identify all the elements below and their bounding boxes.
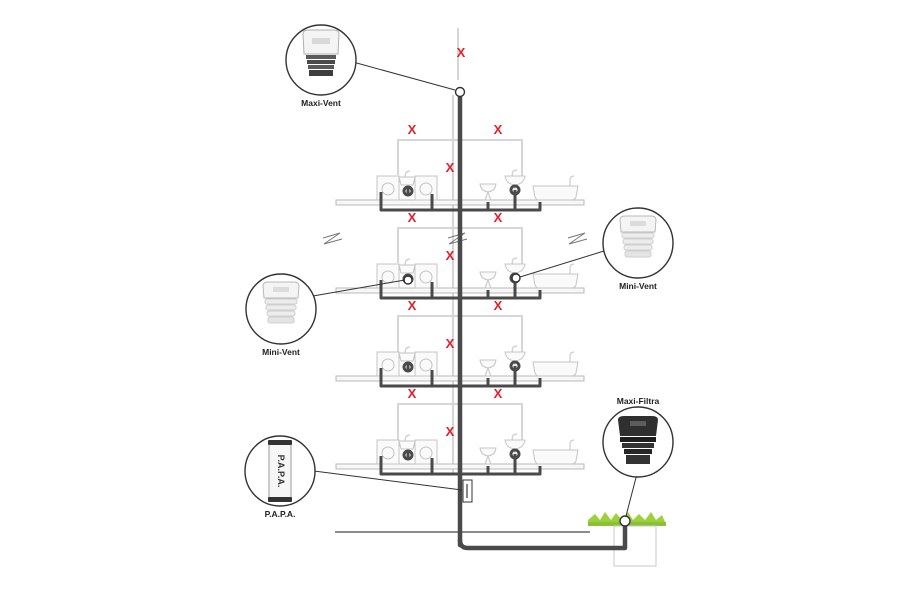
leader-lines xyxy=(312,61,639,517)
dryer-icon xyxy=(414,351,438,377)
vent-pipes-light xyxy=(397,28,523,475)
utility-sink-icon xyxy=(398,346,416,362)
floor-3-fixtures xyxy=(376,345,579,377)
dryer-icon xyxy=(414,439,438,465)
bathtub-icon xyxy=(532,439,579,465)
blocked-vent-mark: X xyxy=(446,160,455,175)
maxi-filtra-label: Maxi-Filtra xyxy=(617,396,660,406)
maxi-filtra-callout: Maxi-Filtra xyxy=(602,396,674,478)
utility-sink-icon xyxy=(398,434,416,450)
main-drain-to-chamber xyxy=(457,519,628,551)
blocked-vent-mark: X xyxy=(446,336,455,351)
floor-4-branches xyxy=(379,448,542,476)
papa-callout: P.A.P.A. P.A.P.A. xyxy=(244,435,316,519)
floor-3-branches xyxy=(379,360,542,388)
dryer-icon xyxy=(414,263,438,289)
papa-tube-text: P.A.P.A. xyxy=(276,455,286,488)
floor-1-branches xyxy=(379,184,542,212)
papa-label: P.A.P.A. xyxy=(265,509,296,519)
toilet-icon xyxy=(479,271,497,289)
mini-vent-callout-left: Mini-Vent xyxy=(245,273,317,357)
blocked-vent-mark: X xyxy=(494,298,503,313)
utility-sink-icon xyxy=(398,170,416,186)
maxi-vent-callout: Maxi-Vent xyxy=(285,24,357,108)
blocked-vent-mark: X xyxy=(446,424,455,439)
ground xyxy=(335,512,666,567)
mini-vent-label-right: Mini-Vent xyxy=(619,281,657,291)
mini-vent-fitting-right xyxy=(511,273,521,283)
bathtub-icon xyxy=(532,263,579,289)
blocked-vent-mark: X xyxy=(408,122,417,137)
blocked-vent-mark: X xyxy=(494,210,503,225)
toilet-icon xyxy=(479,447,497,465)
blocked-vent-mark: X xyxy=(457,45,466,60)
blocked-vent-mark: X xyxy=(494,122,503,137)
bathtub-icon xyxy=(532,351,579,377)
blocked-vent-mark: X xyxy=(408,298,417,313)
washing-machine-icon xyxy=(376,439,400,465)
blocked-vent-mark: X xyxy=(408,210,417,225)
blocked-vent-mark: X xyxy=(408,386,417,401)
break-symbols xyxy=(322,232,588,245)
drain-pipes-dark xyxy=(457,92,628,551)
blocked-vent-mark: X xyxy=(446,248,455,263)
mini-vent-callout-right: Mini-Vent xyxy=(602,207,674,291)
maxi-vent-label: Maxi-Vent xyxy=(301,98,341,108)
dryer-icon xyxy=(414,175,438,201)
toilet-icon xyxy=(479,183,497,201)
mini-vent-fitting-left xyxy=(403,275,413,285)
fitting-markers xyxy=(403,86,631,527)
blocked-vent-mark: X xyxy=(494,386,503,401)
toilet-icon xyxy=(479,359,497,377)
maxi-vent-fitting xyxy=(454,86,466,98)
utility-sink-icon xyxy=(398,258,416,274)
blocked-vent-marks: X X X X X X X X X X X X X xyxy=(408,45,503,439)
bathtub-icon xyxy=(532,175,579,201)
mini-vent-label-left: Mini-Vent xyxy=(262,347,300,357)
maxi-filtra-fitting xyxy=(619,515,631,527)
